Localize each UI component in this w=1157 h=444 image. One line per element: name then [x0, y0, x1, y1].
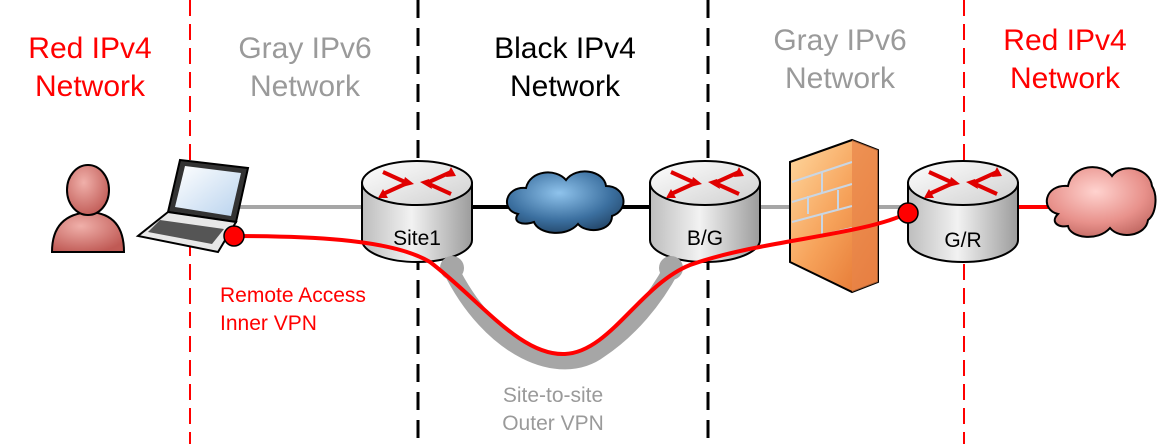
zone-label-line1: Red IPv4 — [28, 32, 152, 65]
zone-label-line1: Gray IPv6 — [773, 24, 907, 57]
router-site1-label: Site1 — [393, 227, 441, 250]
laptop-icon — [135, 158, 250, 254]
zone-label-gray-right: Gray IPv6 Network — [725, 22, 955, 98]
zone-label-line2: Network — [509, 70, 621, 103]
zone-label-black: Black IPv4 Network — [450, 30, 680, 106]
outer-vpn-endpoint-bg — [659, 256, 683, 280]
zone-label-line2: Network — [249, 70, 361, 103]
zone-label-line2: Network — [784, 62, 896, 95]
zone-label-line2: Network — [1009, 62, 1121, 95]
inner-vpn-label-line1: Remote Access — [220, 284, 366, 307]
router-gr-icon — [907, 160, 1019, 263]
outer-vpn-label: Site-to-site Outer VPN — [478, 382, 628, 438]
red-network-cloud-icon — [1045, 166, 1157, 238]
outer-vpn-endpoint-site1 — [440, 256, 464, 280]
router-site1-icon — [361, 160, 473, 263]
zone-label-line1: Gray IPv6 — [238, 32, 372, 65]
router-bg-icon — [649, 160, 761, 263]
firewall-icon — [789, 138, 879, 294]
black-network-cloud-icon — [506, 170, 625, 234]
router-gr-label: G/R — [944, 229, 981, 252]
inner-vpn-endpoint-gr — [897, 202, 919, 224]
outer-vpn-tunnel — [440, 256, 683, 370]
zone-label-line1: Red IPv4 — [1003, 24, 1127, 57]
inner-vpn-tunnel — [233, 211, 909, 357]
zone-label-gray-left: Gray IPv6 Network — [195, 30, 415, 106]
inner-vpn-endpoint-laptop — [223, 225, 245, 247]
zone-label-red-left: Red IPv4 Network — [0, 30, 180, 106]
inner-vpn-label: Remote Access Inner VPN — [220, 282, 366, 338]
inner-vpn-label-line2: Inner VPN — [220, 312, 317, 335]
zone-label-red-right: Red IPv4 Network — [975, 22, 1155, 98]
outer-vpn-label-line1: Site-to-site — [502, 384, 604, 407]
router-bg-label: B/G — [687, 227, 723, 250]
user-icon — [50, 164, 126, 253]
zone-label-line2: Network — [34, 70, 146, 103]
outer-vpn-label-line2: Outer VPN — [502, 412, 604, 435]
zone-label-line1: Black IPv4 — [494, 32, 636, 65]
